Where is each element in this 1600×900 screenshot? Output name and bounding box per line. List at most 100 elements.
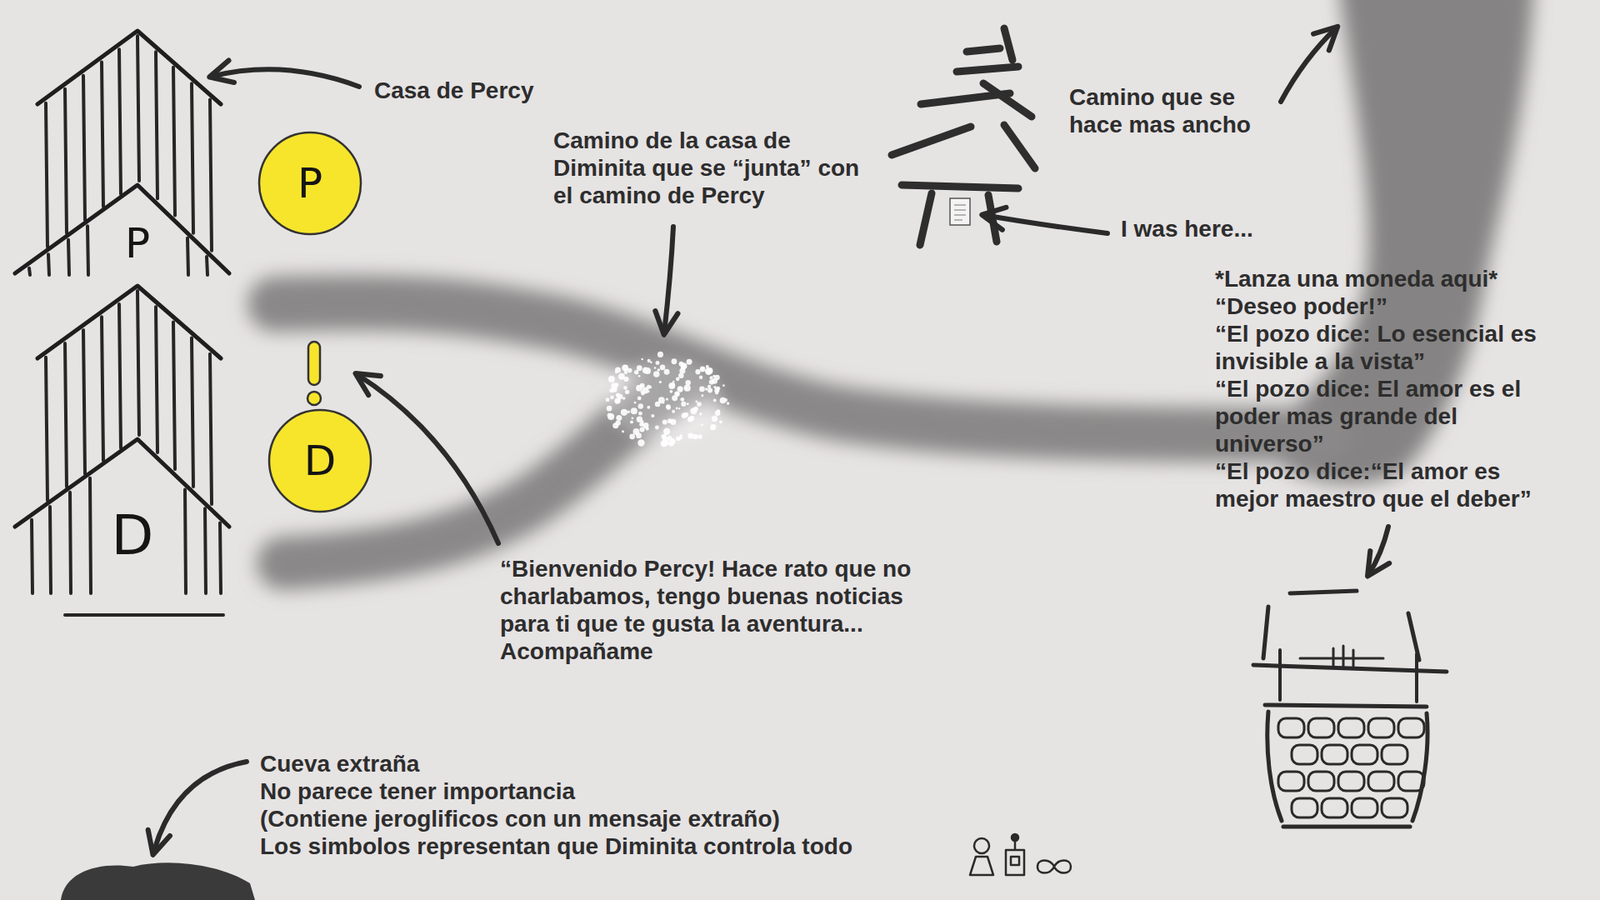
junction-dot xyxy=(678,387,682,391)
house-stroke xyxy=(48,254,50,275)
house-stroke xyxy=(155,51,158,199)
junction-dot xyxy=(630,407,638,415)
junction-dot xyxy=(701,366,705,370)
note-label: Casa de Percy xyxy=(374,76,534,105)
note-label: “Bienvenido Percy! Hace rato que no char… xyxy=(500,555,957,665)
percy-house: PD xyxy=(11,25,245,621)
path-junction xyxy=(605,351,730,448)
coin-circle xyxy=(269,410,371,512)
junction-dot xyxy=(615,393,620,398)
house-stroke xyxy=(119,304,121,449)
junction-dot xyxy=(684,385,691,392)
pine-tree-part xyxy=(1004,125,1035,169)
junction-dot xyxy=(711,415,718,422)
hieroglyph-symbols-part xyxy=(1010,856,1020,865)
junction-dot xyxy=(637,439,645,446)
house-stroke xyxy=(185,489,186,594)
junction-dot xyxy=(686,402,690,405)
junction-dot xyxy=(638,411,643,416)
junction-dot xyxy=(646,405,650,410)
junction-dot xyxy=(655,360,660,365)
junction-dot xyxy=(621,430,625,433)
house-stroke xyxy=(119,49,121,195)
junction-dot xyxy=(683,412,689,418)
junction-dot xyxy=(699,386,705,393)
junction-dot xyxy=(627,368,633,374)
house-stroke xyxy=(101,316,104,461)
house-stroke xyxy=(173,321,175,470)
note-paper-part xyxy=(954,205,966,220)
well-stone xyxy=(1381,745,1408,765)
junction-dot xyxy=(640,420,645,424)
junction-dot xyxy=(664,369,670,375)
coin-circle xyxy=(259,132,361,235)
junction-dot xyxy=(636,365,643,371)
junction-dot xyxy=(700,423,703,425)
well-stone xyxy=(1381,798,1408,818)
note-label: (Contiene jeroglificos con un mensaje ex… xyxy=(260,805,780,833)
junction-dot xyxy=(622,396,626,400)
hieroglyph-symbols xyxy=(970,834,1071,875)
junction-dot xyxy=(657,368,661,372)
junction-dot xyxy=(677,385,684,392)
junction-dot xyxy=(663,428,670,435)
junction-dot xyxy=(700,394,704,397)
junction-dot xyxy=(630,420,634,424)
house-stroke xyxy=(220,523,221,595)
junction-dot xyxy=(672,380,675,384)
junction-dot xyxy=(655,425,660,430)
junction-dot xyxy=(670,390,674,394)
house-stroke xyxy=(205,508,206,594)
junction-dot xyxy=(655,401,661,408)
well-stone xyxy=(1291,745,1318,765)
junction-dot xyxy=(680,362,688,370)
house-roof xyxy=(37,285,221,359)
wishing-well-part xyxy=(1300,645,1384,667)
junction-dot xyxy=(705,367,712,375)
junction-dot xyxy=(638,375,641,378)
junction-dot xyxy=(605,397,610,402)
leader-arrow-part xyxy=(356,374,499,544)
junction-dot xyxy=(716,409,720,413)
junction-dot xyxy=(627,410,631,414)
well-stone xyxy=(1351,798,1378,818)
junction-dot xyxy=(671,358,678,365)
junction-dot xyxy=(679,435,683,440)
pine-tree-part xyxy=(966,48,1000,52)
house-stroke xyxy=(87,225,89,275)
house-stroke xyxy=(29,268,30,275)
junction-dot xyxy=(675,377,680,382)
junction-dot xyxy=(631,416,635,420)
leader-arrow-part xyxy=(1280,27,1337,102)
note-label: No parece tener importancia xyxy=(260,777,575,805)
house-stroke xyxy=(68,240,70,275)
junction-dot xyxy=(720,397,727,405)
junction-dot xyxy=(624,370,628,375)
junction-dot xyxy=(640,383,645,389)
house-stroke xyxy=(65,89,67,234)
wishing-well-part xyxy=(1267,711,1428,827)
character-coin: D xyxy=(266,407,374,515)
junction-dot xyxy=(680,401,686,407)
junction-dot xyxy=(705,365,710,369)
junction-dot xyxy=(668,382,675,390)
junction-dot xyxy=(660,434,666,440)
leader-arrow-part xyxy=(210,69,360,87)
leader-arrow xyxy=(153,27,1389,854)
junction-dot xyxy=(659,380,662,384)
house-stroke xyxy=(45,103,48,248)
note-label: Los simbolos representan que Diminita co… xyxy=(260,832,853,860)
junction-dot xyxy=(650,414,655,418)
hieroglyph-symbols-part xyxy=(1014,840,1017,850)
junction-dot xyxy=(615,415,622,421)
path-bands-part xyxy=(275,302,1325,435)
house-stroke xyxy=(137,290,140,435)
house-stroke xyxy=(191,338,194,487)
leader-arrow-part xyxy=(664,226,674,334)
junction-dot xyxy=(615,383,620,387)
junction-dot xyxy=(680,397,685,402)
junction-dot xyxy=(712,375,716,379)
note-label: Camino de la casa de Diminita que se “ju… xyxy=(553,126,875,210)
house-letter: D xyxy=(111,508,155,564)
